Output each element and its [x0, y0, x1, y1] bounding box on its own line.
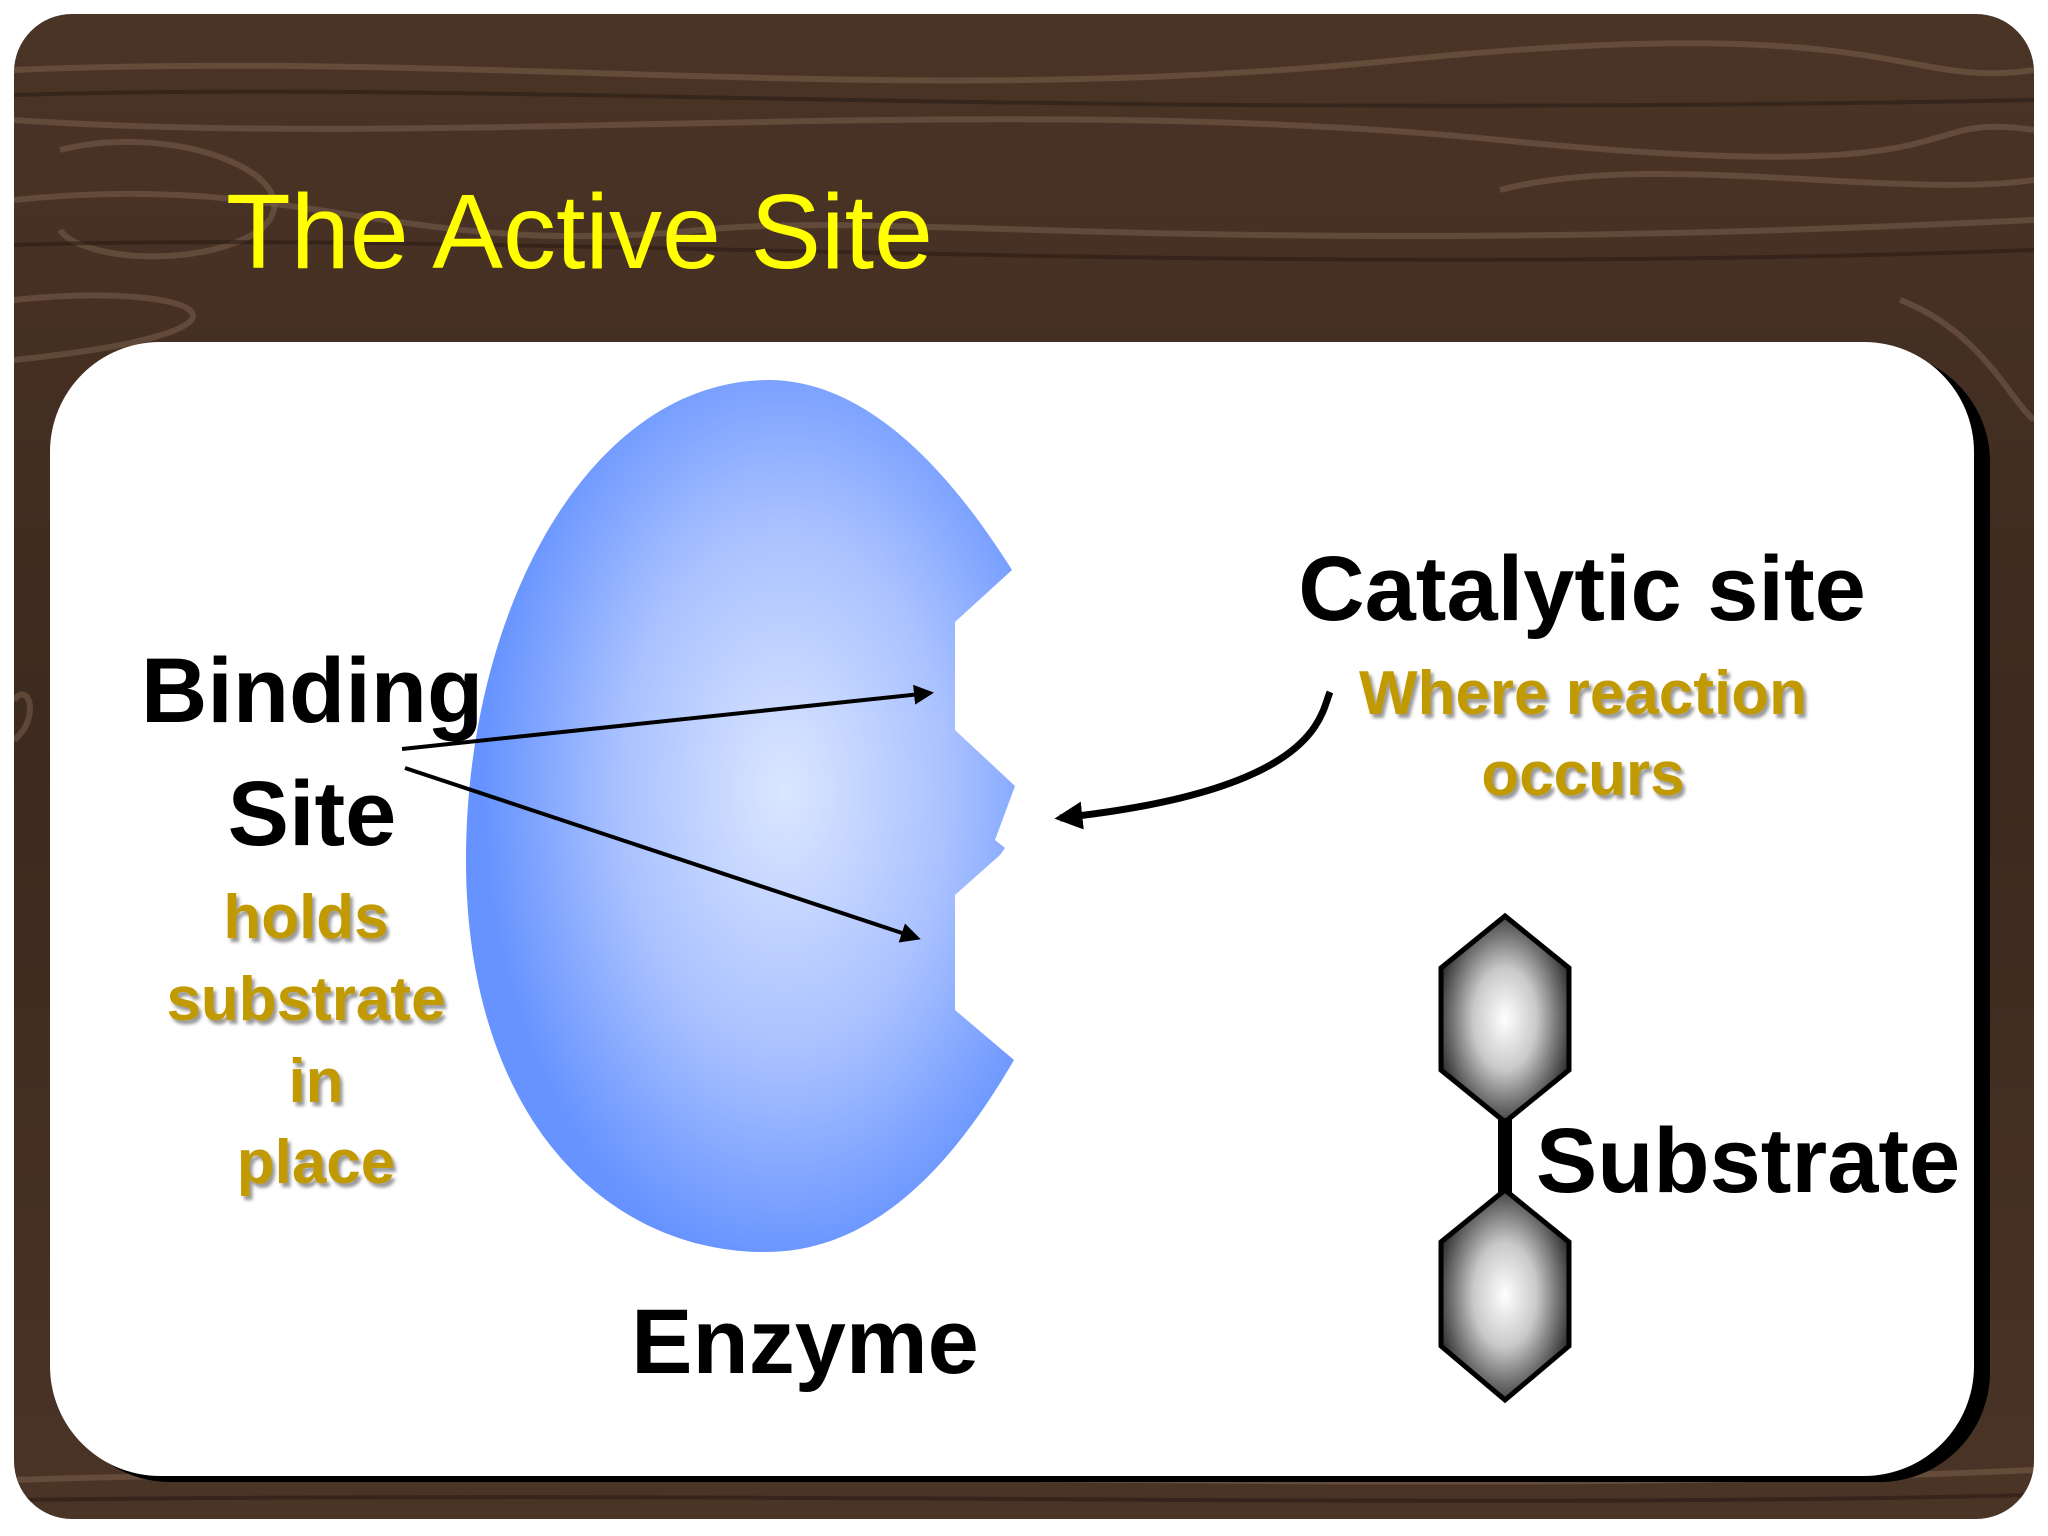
catalytic-description: Where reaction occurs — [1359, 659, 1807, 809]
substrate-molecule — [1438, 912, 1572, 1404]
binding-site-label-line1: Binding — [141, 640, 483, 742]
catalytic-arrow — [1054, 690, 1334, 830]
enzyme-shape — [466, 379, 1015, 1253]
substrate-hexagon-bottom — [1438, 1186, 1572, 1404]
binding-site-label-line2: Site — [228, 763, 397, 865]
binding-desc-line2: substrate — [166, 965, 445, 1034]
binding-desc-line1: holds — [223, 883, 388, 952]
binding-desc-line3: in — [288, 1047, 343, 1116]
binding-arrow-upper — [401, 684, 934, 751]
binding-arrow-lower — [404, 766, 921, 943]
catalytic-site-label: Catalytic site — [1298, 538, 1866, 640]
substrate-bond — [1498, 1118, 1512, 1196]
substrate-label: Substrate — [1536, 1110, 1960, 1212]
enzyme-label: Enzyme — [631, 1291, 979, 1393]
catalytic-desc-line1: Where reaction — [1359, 659, 1807, 728]
binding-desc-line4: place — [237, 1128, 396, 1197]
catalytic-desc-line2: occurs — [1481, 740, 1684, 809]
binding-description: holds substrate in place — [166, 883, 445, 1197]
slide-title: The Active Site — [226, 173, 933, 291]
